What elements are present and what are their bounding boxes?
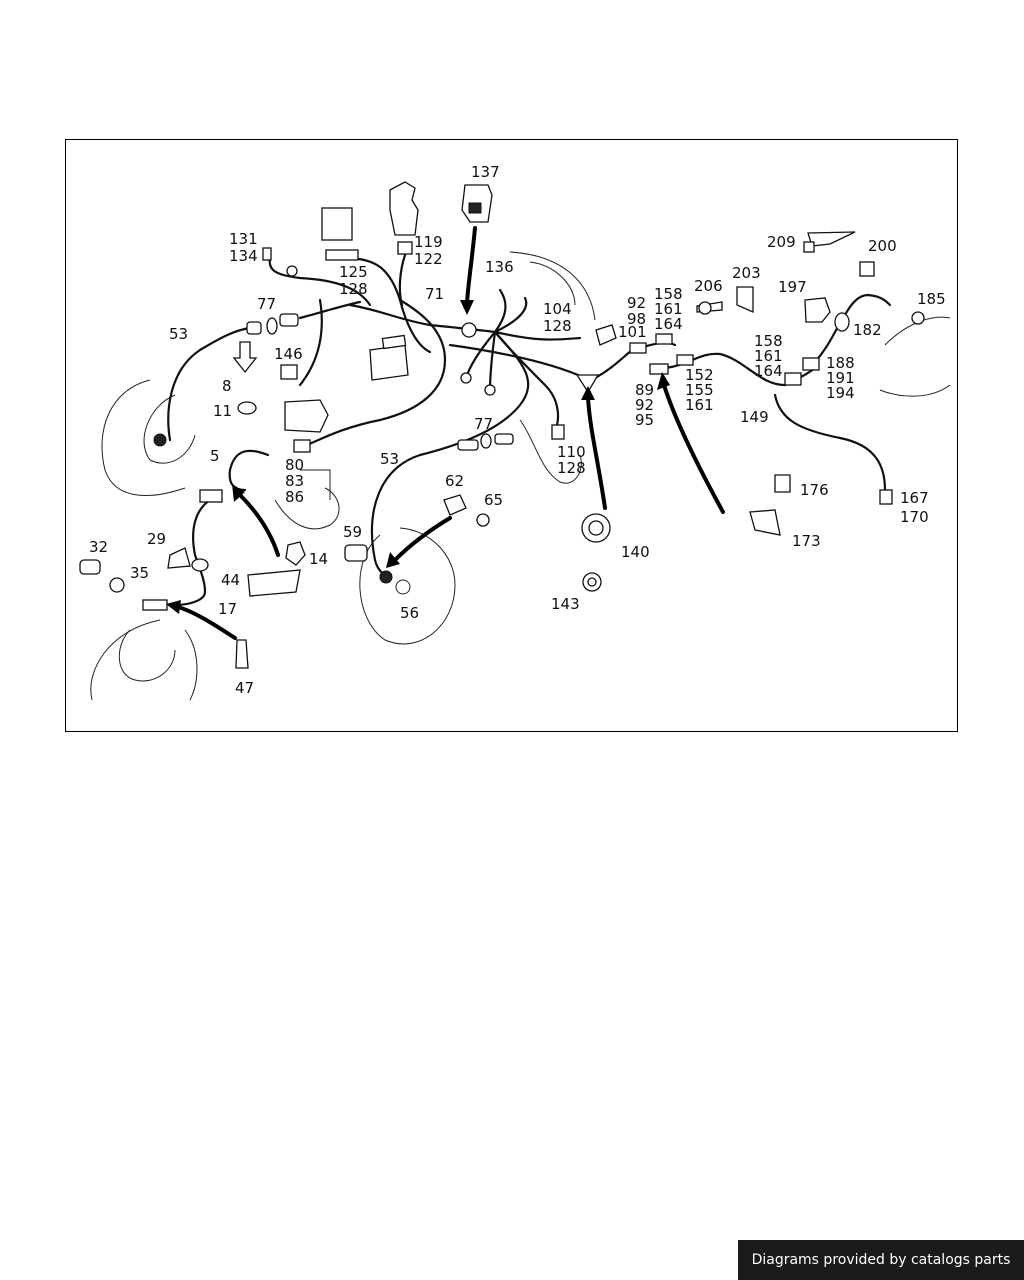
callout-29: 29 bbox=[147, 530, 166, 548]
callout-62: 62 bbox=[445, 472, 464, 490]
callout-173: 173 bbox=[792, 532, 821, 550]
callout-5: 5 bbox=[210, 447, 220, 465]
callout-14: 14 bbox=[309, 550, 328, 568]
callout-203: 203 bbox=[732, 264, 761, 282]
outline-drawings bbox=[90, 251, 951, 701]
callout-149: 149 bbox=[740, 408, 769, 426]
callout-59: 59 bbox=[343, 523, 362, 541]
wire-harness bbox=[167, 253, 892, 607]
callout-200: 200 bbox=[868, 237, 897, 255]
diagram-frame bbox=[65, 139, 958, 732]
parts bbox=[79, 181, 925, 669]
diagram-credit-footer: Diagrams provided by catalogs parts bbox=[738, 1240, 1024, 1280]
callout-47: 47 bbox=[235, 679, 254, 697]
callout-77-upper: 77 bbox=[257, 295, 276, 313]
callout-53-middle: 53 bbox=[380, 450, 399, 468]
callout-197: 197 bbox=[778, 278, 807, 296]
callout-182: 182 bbox=[853, 321, 882, 339]
callout-209: 209 bbox=[767, 233, 796, 251]
callout-77-lower: 77 bbox=[474, 415, 493, 433]
callout-65: 65 bbox=[484, 491, 503, 509]
callout-53-left: 53 bbox=[169, 325, 188, 343]
callout-140: 140 bbox=[621, 543, 650, 561]
callout-32: 32 bbox=[89, 538, 108, 556]
callout-143: 143 bbox=[551, 595, 580, 613]
callout-11: 11 bbox=[213, 402, 232, 420]
callout-56: 56 bbox=[400, 604, 419, 622]
callout-44: 44 bbox=[221, 571, 240, 589]
callout-71: 71 bbox=[425, 285, 444, 303]
callout-146: 146 bbox=[274, 345, 303, 363]
callout-176: 176 bbox=[800, 481, 829, 499]
callout-8: 8 bbox=[222, 377, 232, 395]
callout-206: 206 bbox=[694, 277, 723, 295]
callout-137: 137 bbox=[471, 163, 500, 181]
callout-185: 185 bbox=[917, 290, 946, 308]
pointer-arrows bbox=[166, 226, 725, 640]
callout-35: 35 bbox=[130, 564, 149, 582]
callout-136: 136 bbox=[485, 258, 514, 276]
callout-101: 101 bbox=[618, 323, 647, 341]
callout-17: 17 bbox=[218, 600, 237, 618]
